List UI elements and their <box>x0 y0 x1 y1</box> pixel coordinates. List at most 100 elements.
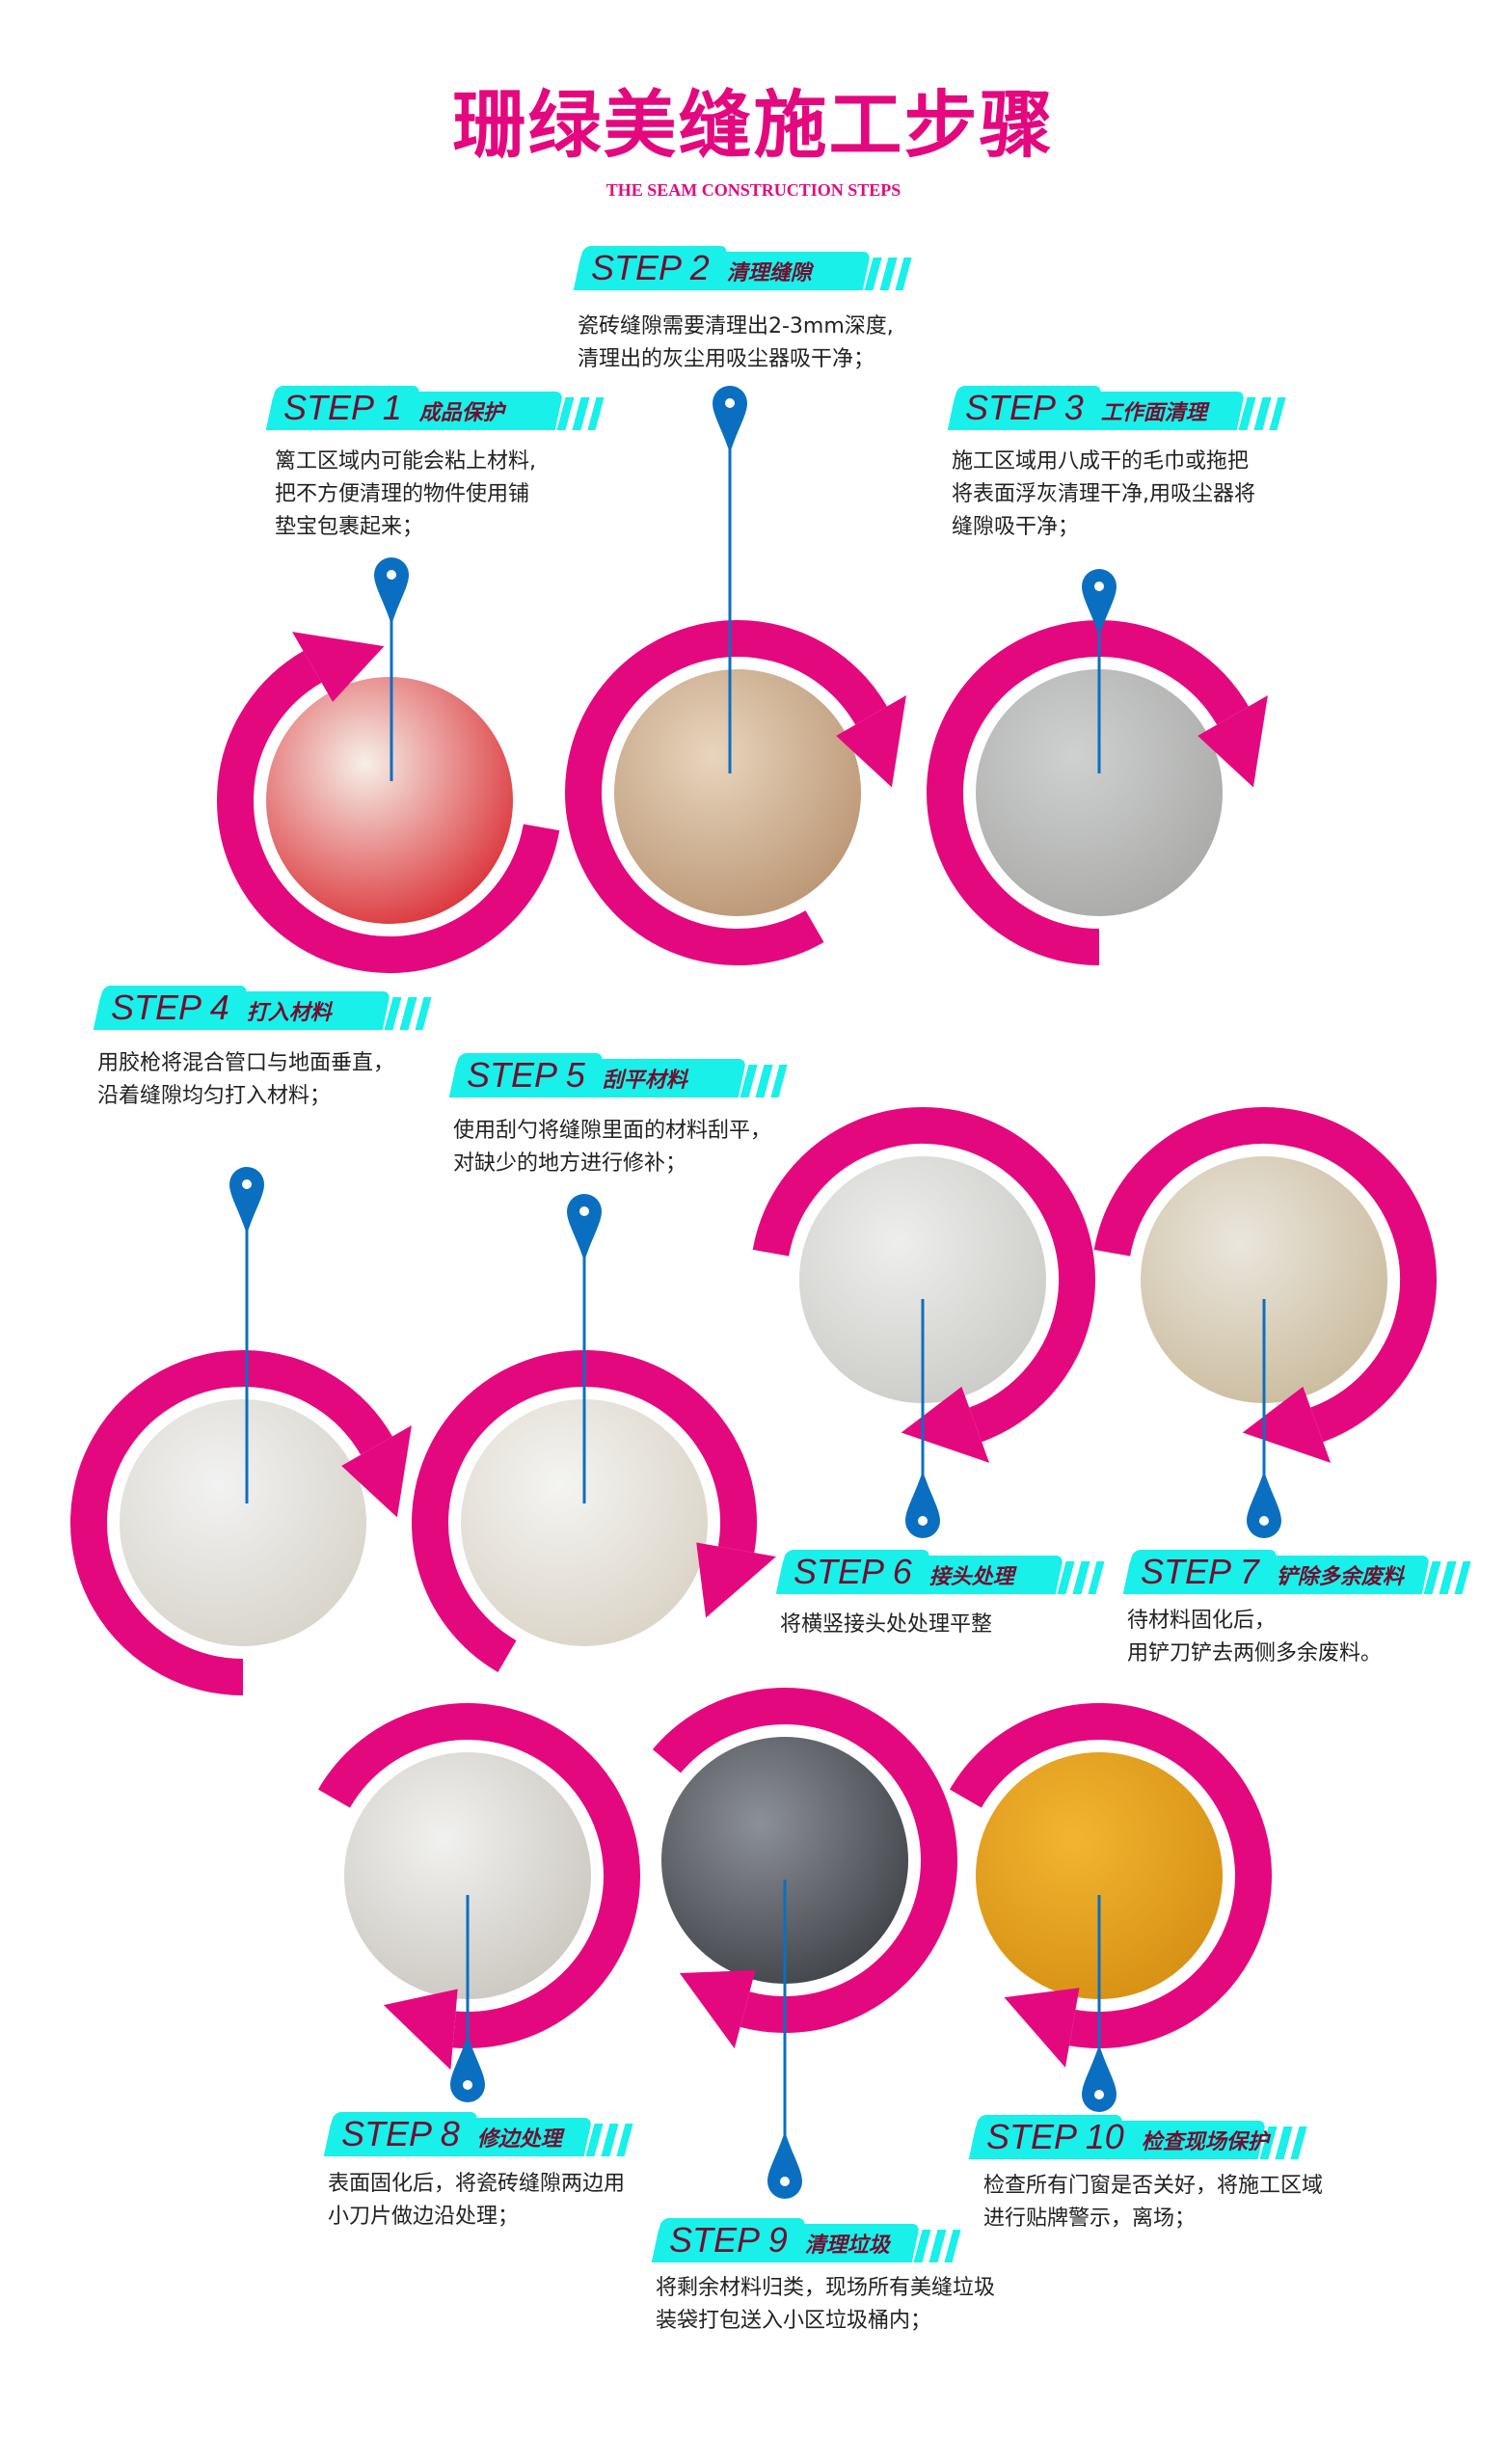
pin-icon <box>567 1194 602 1261</box>
arrow-head-icon <box>696 1542 776 1618</box>
step-name: 刮平材料 <box>602 1069 687 1093</box>
step-name: 成品保护 <box>418 401 504 425</box>
step-photo <box>614 669 861 916</box>
pin-icon <box>905 1471 940 1538</box>
step-2-description: 瓷砖缝隙需要清理出2-3mm深度, 清理出的灰尘用吸尘器吸干净； <box>578 311 894 376</box>
step-5-description: 使用刮勺将缝隙里面的材料刮平，对缺少的地方进行修补； <box>453 1115 771 1180</box>
banner-stripes <box>740 1065 788 1097</box>
step-1-description: 篱工区域内可能会粘上材料, 把不方便清理的物件使用铺垫宝包裹起来； <box>275 446 536 544</box>
description-line: 垫宝包裹起来； <box>275 515 424 539</box>
banner-stripes <box>913 2230 961 2262</box>
step-label: STEP 2 <box>591 248 710 287</box>
pin-icon <box>450 2035 485 2102</box>
step-name: 工作面清理 <box>1100 401 1207 425</box>
description-line: 将剩余材料归类，现场所有美缝垃圾 <box>656 2276 996 2300</box>
arrow-head-icon <box>383 1989 458 2071</box>
step-photo <box>461 1399 708 1646</box>
pin-icon <box>1247 1471 1281 1538</box>
progress-ring <box>318 1703 640 2048</box>
description-line: 沿着缝隙均匀打入材料； <box>97 1084 332 1108</box>
progress-ring <box>70 1350 392 1695</box>
step-8-description: 表面固化后，将瓷砖缝隙两边用小刀片做边沿处理； <box>328 2168 625 2234</box>
step-3-description: 施工区域用八成干的毛巾或拖把将表面浮灰清理干净,用吸尘器将缝隙吸干净； <box>952 446 1255 544</box>
pin-icon <box>374 557 409 625</box>
description-line: 缝隙吸干净； <box>952 515 1080 539</box>
description-line: 施工区域用八成干的毛巾或拖把 <box>952 449 1250 474</box>
step-10-description: 检查所有门窗是否关好，将施工区域进行贴牌警示，离场； <box>983 2170 1323 2235</box>
step-1-banner: STEP 1 成品保护 <box>265 386 607 430</box>
banner-stripes <box>864 257 912 290</box>
description-line: 瓷砖缝隙需要清理出2-3mm深度, <box>578 314 894 338</box>
step-name: 清理缝隙 <box>726 261 812 285</box>
step-7-description: 待材料固化后，用铲刀铲去两侧多余废料。 <box>1127 1605 1382 1670</box>
step-2-banner: STEP 2 清理缝隙 <box>573 246 915 290</box>
step-label: STEP 3 <box>965 388 1084 427</box>
progress-ring <box>652 1688 957 2033</box>
step-photo <box>976 1752 1223 1999</box>
arrow-head-icon <box>679 1969 756 2049</box>
banner-stripes <box>585 2124 633 2156</box>
arrow-head-icon <box>1198 695 1268 788</box>
description-line: 表面固化后，将瓷砖缝隙两边用 <box>328 2172 626 2196</box>
step-3-banner: STEP 3 工作面清理 <box>947 386 1289 430</box>
step-photo <box>120 1399 366 1646</box>
progress-ring <box>1093 1107 1437 1443</box>
arrow-head-icon <box>292 632 385 702</box>
description-line: 把不方便清理的物件使用铺 <box>275 482 530 506</box>
page-title: 珊绿美缝施工步骤 <box>452 82 1055 168</box>
step-6-description: 将横竖接头处处理平整 <box>780 1609 992 1641</box>
arrow-head-icon <box>341 1425 412 1518</box>
step-photo <box>661 1737 908 1984</box>
arrow-head-icon <box>836 695 906 788</box>
description-line: 将表面浮灰清理干净,用吸尘器将 <box>952 482 1255 506</box>
description-line: 小刀片做边沿处理； <box>328 2205 520 2229</box>
step-label: STEP 9 <box>669 2220 788 2260</box>
description-line: 使用刮勺将缝隙里面的材料刮平， <box>453 1119 772 1143</box>
step-5-banner: STEP 5 刮平材料 <box>448 1053 791 1097</box>
step-name: 检查现场保护 <box>1141 2130 1269 2154</box>
page-subtitle: THE SEAM CONSTRUCTION STEPS <box>605 180 902 200</box>
step-label: STEP 4 <box>111 988 229 1027</box>
description-line: 待材料固化后， <box>1127 1609 1277 1633</box>
step-name: 接头处理 <box>928 1565 1014 1589</box>
progress-ring <box>565 620 887 965</box>
banner-stripes <box>1057 1561 1105 1594</box>
step-name: 清理垃圾 <box>804 2234 890 2258</box>
progress-ring <box>752 1107 1095 1443</box>
step-label: STEP 1 <box>283 388 402 427</box>
banner-stripes <box>1423 1561 1471 1594</box>
step-label: STEP 5 <box>467 1055 585 1095</box>
step-photo <box>266 677 513 924</box>
pin-icon <box>229 1167 264 1234</box>
step-label: STEP 7 <box>1141 1552 1259 1591</box>
step-4-description: 用胶枪将混合管口与地面垂直，沿着缝隙均匀打入材料； <box>97 1047 394 1113</box>
step-photo <box>976 669 1223 916</box>
description-line: 将横竖接头处处理平整 <box>780 1612 993 1637</box>
step-photo <box>344 1752 591 1999</box>
progress-ring <box>950 1703 1272 2048</box>
description-line: 篱工区域内可能会粘上材料, <box>275 449 536 474</box>
step-name: 修边处理 <box>476 2127 562 2152</box>
step-9-banner: STEP 9 清理垃圾 <box>651 2218 964 2262</box>
step-photo <box>1141 1156 1387 1403</box>
pin-icon <box>767 2131 802 2199</box>
pin-icon <box>713 386 747 453</box>
step-photo <box>799 1156 1046 1403</box>
description-line: 清理出的灰尘用吸尘器吸干净； <box>578 347 875 371</box>
step-9-description: 将剩余材料归类，现场所有美缝垃圾装袋打包送入小区垃圾桶内； <box>656 2272 995 2338</box>
